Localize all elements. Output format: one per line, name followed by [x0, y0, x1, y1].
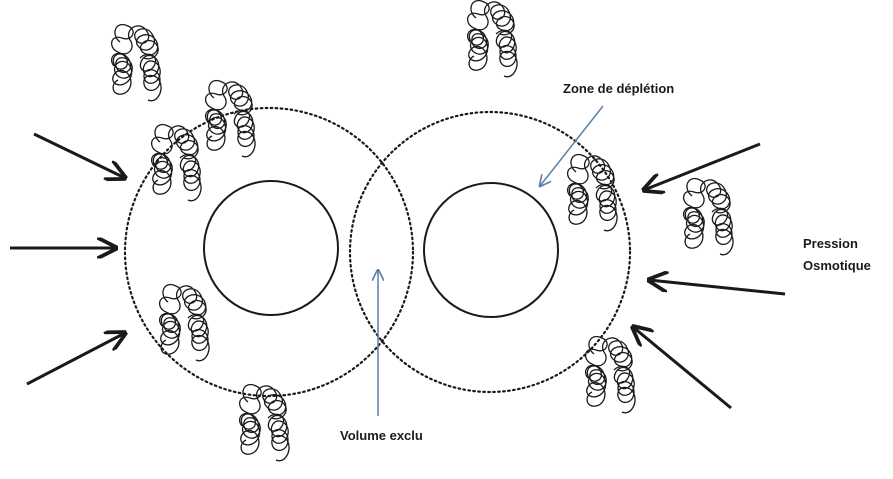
- pressure-arrow: [644, 142, 761, 190]
- depletion-zone-pointer: [540, 105, 604, 186]
- excluded-volume-label: Volume exclu: [340, 428, 423, 443]
- polymer-coil: [158, 283, 210, 362]
- pressure-arrow: [633, 327, 732, 410]
- polymer-coil: [682, 177, 734, 256]
- pressure-arrow: [26, 333, 125, 386]
- pressure-arrow: [33, 132, 125, 178]
- colloid-right: [423, 182, 559, 318]
- colloid-left: [203, 180, 339, 316]
- polymer-coil: [150, 123, 202, 202]
- depletion-circle-right: [348, 110, 632, 394]
- depletion-zone-label: Zone de déplétion: [563, 81, 674, 96]
- osmotic-pressure-label-line2: Osmotique: [803, 258, 871, 273]
- osmotic-pressure-label-line1: Pression: [803, 236, 858, 251]
- polymer-coil: [204, 79, 256, 158]
- pressure-arrow: [649, 280, 786, 296]
- polymer-coil: [466, 0, 518, 78]
- polymer-coil: [566, 153, 618, 232]
- polymer-coil: [110, 23, 162, 102]
